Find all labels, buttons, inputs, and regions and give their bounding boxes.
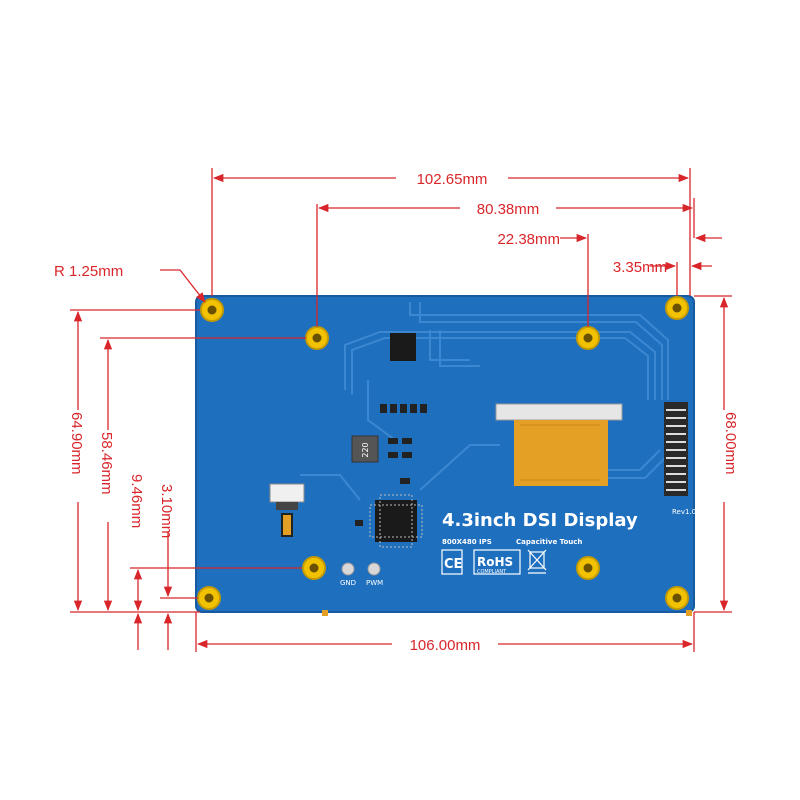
pcb-board: 220 Rev	[195, 295, 696, 616]
dim-top-width: 102.65mm	[417, 171, 488, 188]
resistor-row	[380, 404, 427, 413]
touch-cable-tab	[281, 513, 293, 537]
dim-connector-offset: 22.38mm	[497, 231, 560, 248]
ic-chip-top	[390, 333, 416, 361]
board-title: 4.3inch DSI Display	[442, 510, 638, 531]
dim-bottom-hole-offset: 9.46mm	[128, 474, 145, 528]
dim-total-height: 64.90mm	[68, 412, 85, 475]
pwm-pad	[367, 562, 381, 576]
spec-resolution: 800X480 IPS	[442, 538, 492, 546]
dim-corner-radius: R 1.25mm	[54, 263, 123, 280]
pcb-body	[195, 295, 695, 613]
dim-right-offset: 3.35mm	[613, 259, 667, 276]
pcb-traces	[300, 302, 669, 501]
touch-connector	[269, 483, 305, 503]
gnd-pad	[341, 562, 355, 576]
spec-touch: Capacitive Touch	[516, 538, 582, 546]
cert-marks: CE RoHS COMPLIANT	[441, 549, 547, 575]
qfp-chip	[369, 494, 423, 548]
dim-bottom-edge-offset: 3.10mm	[158, 484, 175, 538]
weee-bin-icon	[527, 549, 547, 574]
gnd-label: GND	[340, 579, 356, 587]
dim-board-height: 68.00mm	[722, 412, 739, 475]
fpc-cable	[514, 420, 608, 486]
inductor-mark: 220	[361, 442, 370, 457]
inductor	[351, 435, 379, 463]
cert-rohs-sub: COMPLIANT	[477, 569, 507, 575]
revision-label: Rev1.0	[672, 508, 696, 516]
fpc-connector	[495, 403, 623, 421]
dimension-labels: 102.65mm 80.38mm 22.38mm 3.35mm R 1.25mm…	[54, 168, 740, 654]
dim-hole-height: 58.46mm	[98, 432, 115, 495]
dim-hole-span: 80.38mm	[477, 201, 540, 218]
dim-board-width: 106.00mm	[410, 637, 481, 654]
small-components	[355, 438, 412, 526]
mount-holes	[197, 296, 689, 610]
pwm-label: PWM	[366, 579, 383, 587]
cert-ce: CE	[444, 557, 462, 572]
cert-rohs: RoHS	[477, 555, 513, 569]
